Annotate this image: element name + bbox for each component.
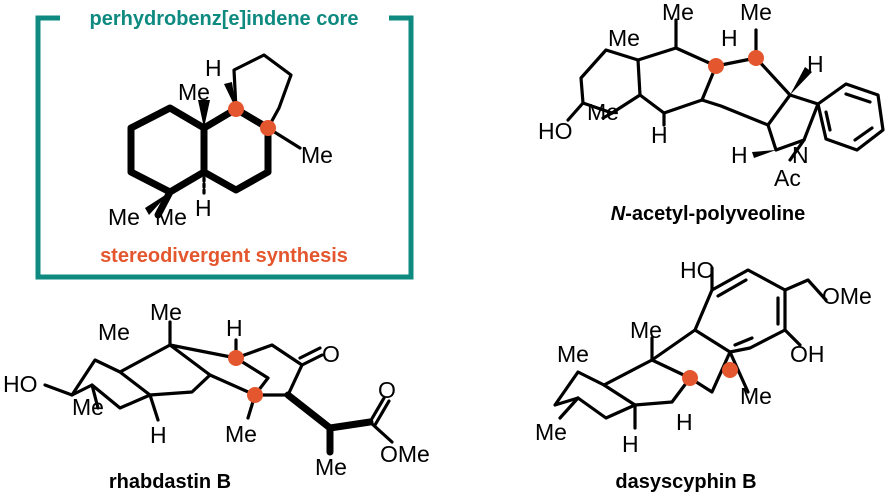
pv-wedge-h: [790, 67, 812, 95]
ds-h2: H: [676, 409, 693, 435]
ds-me1: Me: [557, 341, 589, 367]
rh-me3: Me: [72, 394, 104, 420]
core-me-bond-a: [154, 188, 174, 219]
core-title: perhydrobenz[e]indene core: [90, 8, 359, 30]
core-subtitle: stereodivergent synthesis: [100, 245, 348, 267]
pv-me2: Me: [662, 0, 694, 25]
ds-ome: OMe: [822, 283, 872, 309]
pv-subst: [566, 18, 806, 162]
core-h-bottom: H: [195, 195, 212, 221]
pv-h2: H: [807, 51, 824, 77]
rh-highlight-1: [228, 350, 244, 366]
pv-highlight-1: [708, 58, 724, 74]
pv-ac: Ac: [774, 165, 801, 191]
ds-me3: Me: [740, 383, 772, 409]
core-me-right: Me: [301, 142, 333, 168]
core-wedge-me: [145, 192, 170, 215]
rh-o1: O: [322, 341, 340, 367]
ds-me2: Me: [630, 317, 662, 343]
pv-name-rest: -acetyl-polyveoline: [625, 203, 805, 225]
rh-ome: OMe: [380, 441, 430, 467]
core-highlight-2: [260, 120, 276, 136]
core-h-top: H: [205, 55, 222, 81]
pv-ho: HO: [538, 118, 573, 144]
pv-name-italic: N: [611, 203, 626, 225]
rhabdastin-panel: HO Me Me Me Me H H O O OMe Me rhabdastin…: [3, 299, 430, 493]
pv-ring-b: [636, 46, 718, 115]
rh-subst: [43, 320, 257, 422]
pv-wedge-h2: [752, 150, 776, 158]
pv-benzene-inner: [824, 92, 874, 142]
pv-benzene: [816, 82, 885, 152]
rh-h2: H: [150, 422, 167, 448]
core-panel: perhydrobenz[e]indene core H Me Me H Me …: [35, 8, 414, 280]
core-me-top: Me: [178, 79, 210, 105]
rh-ring-b: [118, 343, 212, 397]
rh-me2: Me: [150, 299, 182, 325]
ds-aromatic-inner: [716, 278, 780, 347]
rh-carbonyl: [298, 346, 324, 367]
rh-highlight-2: [247, 387, 263, 403]
core-ring-a: [127, 104, 208, 196]
core-frame: [35, 15, 414, 280]
core-wedge-top: [198, 100, 210, 128]
ds-highlight-2: [722, 362, 738, 378]
ds-ho: HO: [680, 257, 715, 283]
pv-h1: H: [721, 25, 738, 51]
ds-me4: Me: [535, 419, 567, 445]
dasyscyphin-panel: HO OMe OH Me Me Me Me H H dasyscyphin B: [535, 257, 872, 493]
rh-me-exo: Me: [315, 454, 347, 480]
polyveoline-panel: Me Me Me Me H H H H HO N Ac N-acetyl-pol…: [538, 0, 885, 225]
rh-exo: [284, 391, 374, 456]
rh-o2: O: [378, 377, 396, 403]
ds-highlight-1: [682, 370, 698, 386]
rh-me1: Me: [98, 319, 130, 345]
core-highlight-1: [228, 101, 244, 117]
core-me-left2: Me: [155, 204, 187, 230]
core-ring-c: [232, 53, 293, 130]
ds-name: dasyscyphin B: [615, 471, 756, 493]
rh-h1: H: [226, 315, 243, 341]
ds-subst: [558, 266, 828, 430]
pv-h4: H: [731, 142, 748, 168]
pv-highlight-2: [748, 50, 764, 66]
pv-me1: Me: [608, 25, 640, 51]
pv-h3: H: [651, 122, 668, 148]
core-ring-b: [200, 105, 272, 194]
core-me-left: Me: [108, 204, 140, 230]
ds-oh: OH: [790, 341, 825, 367]
pv-me3: Me: [740, 0, 772, 25]
rh-name: rhabdastin B: [109, 471, 231, 493]
rh-me4: Me: [225, 421, 257, 447]
pv-name: N-acetyl-polyveoline: [611, 203, 806, 225]
pv-me4: Me: [587, 99, 619, 125]
rh-ester: [368, 396, 394, 444]
ds-ring-b: [602, 358, 692, 407]
pv-n: N: [792, 142, 809, 168]
ds-h: H: [622, 431, 639, 457]
rh-ho: HO: [3, 371, 38, 397]
